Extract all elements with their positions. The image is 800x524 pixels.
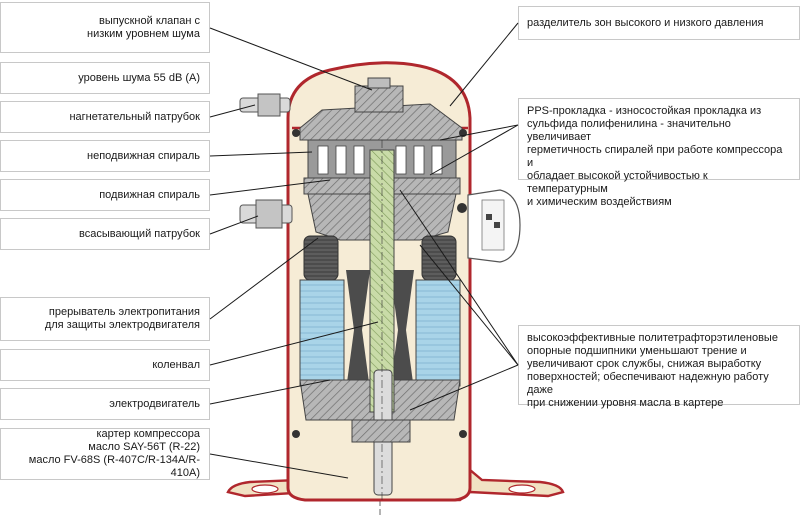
discharge-tube	[239, 93, 291, 117]
label-noise-level: уровень шума 55 dB (A)	[0, 62, 210, 94]
crankshaft	[369, 140, 395, 500]
label-pressure-separator: разделитель зон высокого и низкого давле…	[518, 6, 800, 40]
label-crankshaft-text: коленвал	[152, 358, 200, 371]
label-pps-gasket-text: PPS-прокладка - износостойкая прокладка …	[527, 105, 783, 208]
label-suction-port-text: всасывающий патрубок	[79, 227, 200, 240]
label-discharge-port: нагнетательный патрубок	[0, 101, 210, 133]
label-motor: электродвигатель	[0, 388, 210, 420]
label-orbiting-scroll: подвижная спираль	[0, 179, 210, 211]
label-discharge-valve: выпускной клапан с низким уровнем шума	[0, 2, 210, 53]
label-pressure-separator-text: разделитель зон высокого и низкого давле…	[527, 16, 764, 29]
label-pps-gasket: PPS-прокладка - износостойкая прокладка …	[518, 98, 800, 208]
lower-bearing	[351, 419, 411, 443]
label-crankshaft: коленвал	[0, 349, 210, 381]
label-oil-sump: картер компрессора масло SAY-56T (R-22) …	[0, 428, 210, 480]
terminal-box	[457, 189, 521, 263]
label-motor-protector-text: прерыватель электропитания для защиты эл…	[44, 306, 200, 331]
electric-motor	[292, 235, 467, 438]
scroll-assembly	[292, 77, 467, 241]
label-fixed-scroll: неподвижная спираль	[0, 140, 210, 172]
label-ptfe-bearings: высокоэффективные политетрафторэтиленовы…	[518, 325, 800, 409]
label-noise-level-text: уровень шума 55 dB (A)	[78, 71, 200, 84]
suction-tube	[239, 199, 293, 229]
leader-lines	[209, 22, 519, 479]
label-discharge-port-text: нагнетательный патрубок	[69, 110, 200, 123]
label-motor-protector: прерыватель электропитания для защиты эл…	[0, 297, 210, 341]
label-ptfe-bearings-text: высокоэффективные политетрафторэтиленовы…	[527, 332, 778, 409]
label-orbiting-scroll-text: подвижная спираль	[99, 188, 200, 201]
label-suction-port: всасывающий патрубок	[0, 218, 210, 250]
label-oil-sump-text: картер компрессора масло SAY-56T (R-22) …	[28, 428, 200, 479]
label-fixed-scroll-text: неподвижная спираль	[87, 149, 200, 162]
label-discharge-valve-text: выпускной клапан с низким уровнем шума	[87, 14, 200, 40]
label-motor-text: электродвигатель	[109, 397, 200, 410]
